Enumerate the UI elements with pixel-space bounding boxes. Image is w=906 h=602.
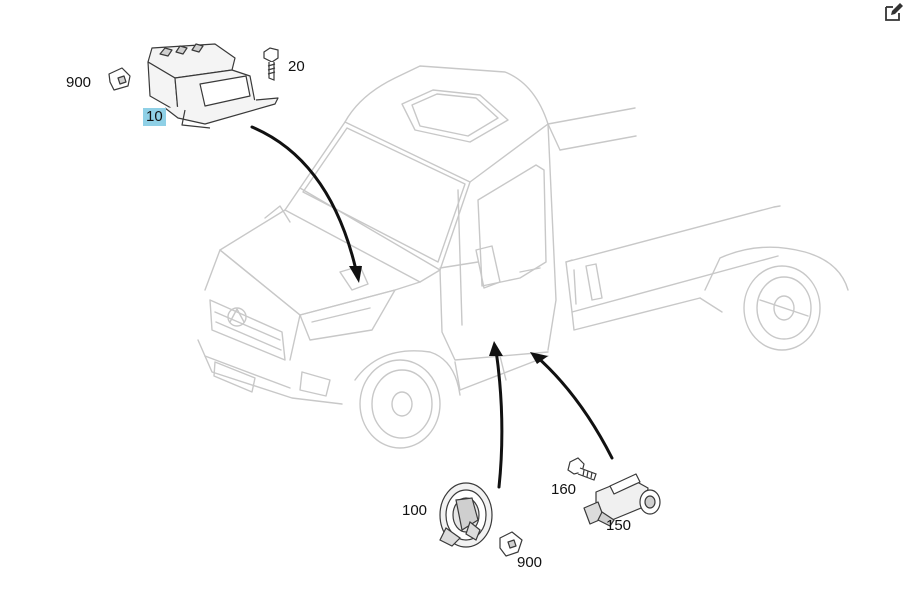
- bolt-part-160: [567, 457, 597, 481]
- edit-button[interactable]: [883, 2, 905, 22]
- edit-icon: [885, 3, 903, 21]
- arrow-clockspring: [494, 348, 504, 489]
- control-unit-part: [147, 43, 279, 129]
- arrow-control-unit: [250, 125, 358, 272]
- label-900-top: 900: [66, 74, 92, 91]
- van-illustration: [197, 65, 849, 449]
- label-900-bottom: 900: [517, 554, 543, 571]
- arrow-head-clockspring: [489, 341, 503, 356]
- label-150: 150: [606, 517, 632, 534]
- arrow-heads: [349, 266, 548, 364]
- bolt-part-20: [263, 47, 279, 81]
- sensor-part-150: [583, 473, 661, 527]
- arrow-head-control-unit: [349, 266, 362, 283]
- label-10: 10: [143, 108, 166, 126]
- label-160: 160: [551, 481, 577, 498]
- connector-part-900-top: [108, 67, 131, 91]
- label-100: 100: [402, 502, 428, 519]
- arrow-sensor: [534, 354, 614, 460]
- connector-part-900-bottom: [499, 531, 523, 557]
- arrow-head-sensor: [530, 352, 548, 364]
- label-20: 20: [288, 58, 305, 75]
- arrows: [250, 125, 614, 489]
- clockspring-part-100: [439, 482, 493, 548]
